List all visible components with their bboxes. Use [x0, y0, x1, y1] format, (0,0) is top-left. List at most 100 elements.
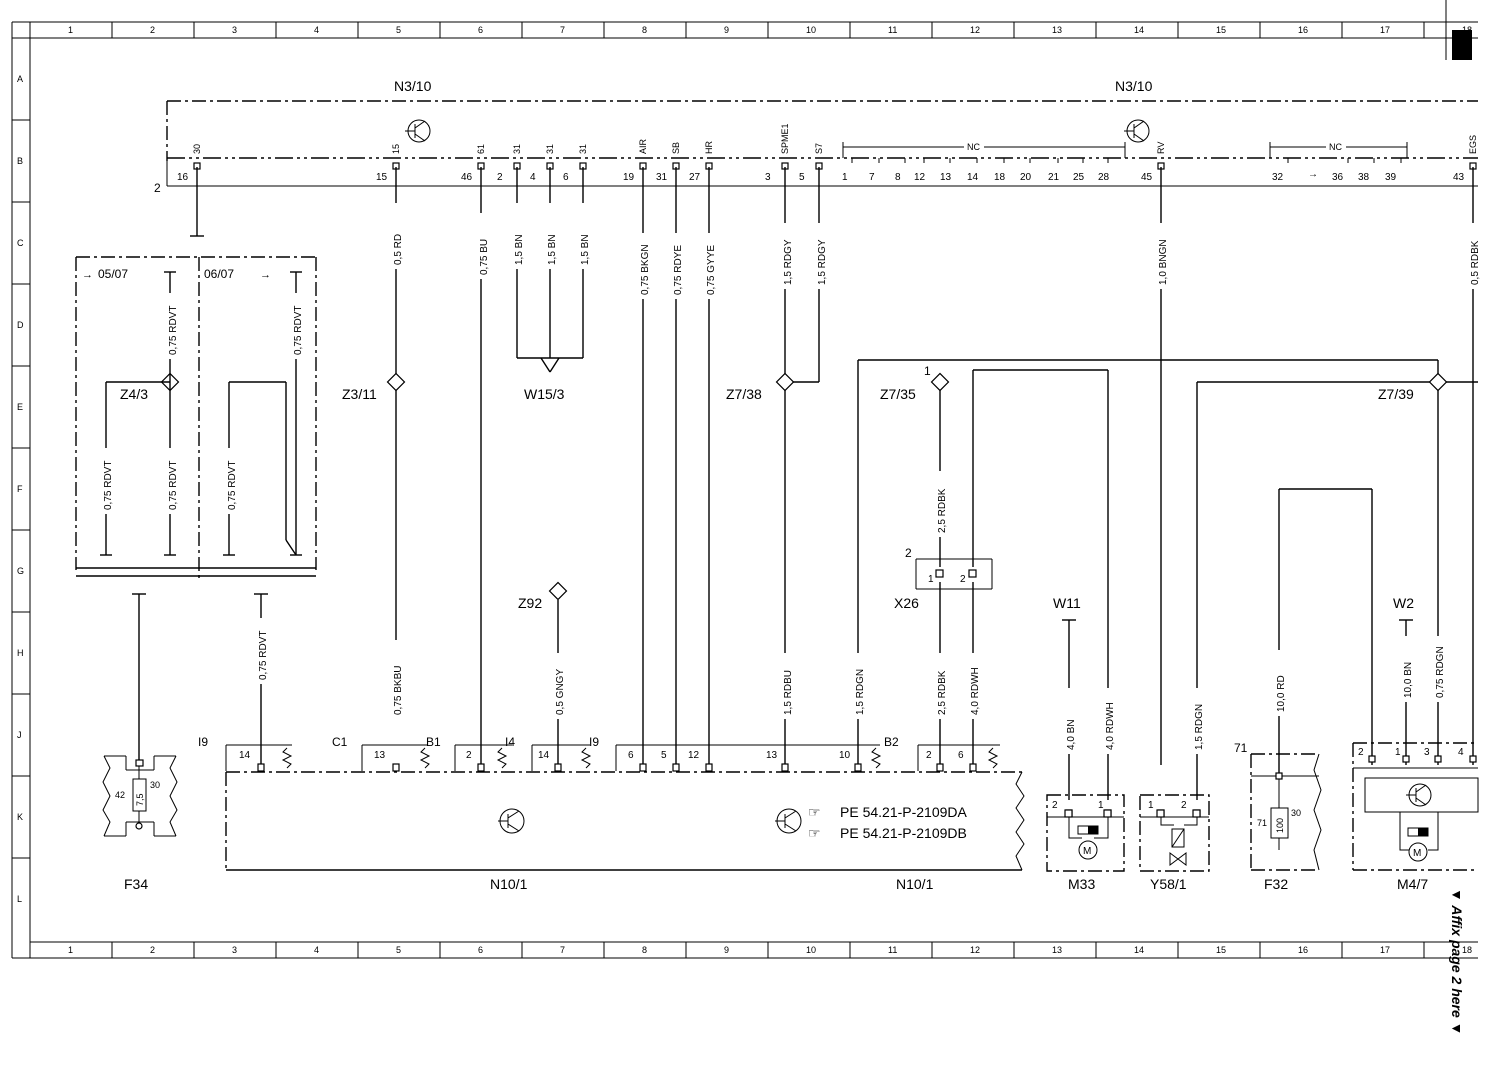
nc-label-1: NC: [967, 142, 980, 152]
connector-label: B2: [884, 735, 899, 749]
wire-label-wrdvt2: 0,75 RDVT: [168, 306, 179, 355]
svg-text:M: M: [1083, 846, 1091, 857]
wire-label-w61: 0,75 BU: [479, 239, 490, 275]
wire-label-wrdgn2: 1,5 RDGN: [1194, 704, 1205, 750]
grid-column-label: 3: [232, 945, 237, 955]
connector-label: B1: [426, 735, 441, 749]
pin-name: RV: [1156, 142, 1166, 154]
pin-number: 15: [376, 172, 388, 183]
x26-number: 2: [905, 546, 912, 560]
wire-label-wrdbu: 1,5 RDBU: [783, 670, 794, 715]
pin-number: 20: [1020, 172, 1032, 183]
grid-column-label: 15: [1216, 25, 1226, 35]
grid-row-label: H: [17, 648, 24, 658]
pin-number: 13: [766, 750, 778, 761]
pin-number: 16: [177, 172, 189, 183]
splice-z7-38: [775, 372, 795, 392]
grid-column-label: 13: [1052, 945, 1062, 955]
f32-pin-30: 30: [1291, 808, 1301, 818]
pin-number: 18: [994, 172, 1006, 183]
connector-c1: C1 B1 13: [332, 735, 441, 771]
variant-box: → 05/07 06/07 →: [75, 256, 317, 578]
grid-row-label: E: [17, 402, 23, 412]
f32-pin-71-top: 71: [1234, 741, 1248, 755]
pin-name: 61: [476, 144, 486, 154]
reference-icon: ☞: [808, 804, 821, 820]
n10-1-pins: [257, 747, 1477, 817]
arrow-icon: →: [260, 269, 271, 281]
grid-column-label: 1: [68, 25, 73, 35]
motor-icon: [1408, 842, 1428, 862]
arrow-icon: →: [82, 269, 93, 281]
wire-label-wegs: 0,5 RDBK: [1470, 240, 1481, 285]
x26-pin-2: 2: [960, 574, 966, 585]
grid-column-label: 12: [970, 945, 980, 955]
pin-number: 43: [1453, 172, 1465, 183]
connector-label: I9: [198, 735, 208, 749]
label-z7-38: Z7/38: [726, 386, 762, 402]
pin-number: 8: [895, 172, 901, 183]
motor-icon: [1078, 840, 1098, 860]
pin-number: 6: [958, 750, 964, 761]
pin-number: 32: [1272, 172, 1284, 183]
grid-column-label: 15: [1216, 945, 1226, 955]
transistor-icon: [1124, 119, 1150, 143]
grid-column-label: 6: [478, 945, 483, 955]
f34-pin-30: 30: [150, 780, 160, 790]
wire-label-w31c: 1,5 BN: [580, 234, 591, 265]
n10-1-ref-2: PE 54.21-P-2109DB: [840, 825, 967, 841]
pin-number: 2: [1181, 800, 1187, 811]
pin-number: 28: [1098, 172, 1110, 183]
n3-10-pins: 301615156146312314316AIR19SB31HR27SPME13…: [177, 123, 1478, 183]
wire-label-wrdvt5: 0,75 RDVT: [293, 306, 304, 355]
n10-1-label-left: N10/1: [490, 876, 528, 892]
f34-label: F34: [124, 876, 148, 892]
nc-label-2: NC: [1329, 142, 1342, 152]
f34-pin-42: 42: [115, 790, 125, 800]
grid-column-label: 2: [150, 25, 155, 35]
grid-column-label: 16: [1298, 25, 1308, 35]
pin-number: 12: [688, 750, 700, 761]
grid-column-label: 7: [560, 945, 565, 955]
label-w15-3: W15/3: [524, 386, 565, 402]
f34-component: 42 7,5 30 F34: [102, 755, 178, 892]
pin-name: S7: [814, 143, 824, 154]
pin-number: 1: [1395, 747, 1401, 758]
connector-label: C1: [332, 735, 348, 749]
pin-name: AIR: [638, 138, 648, 154]
transistor-icon: [498, 808, 525, 834]
grid-row-label: J: [17, 730, 22, 740]
component-labels: Z4/3 Z3/11 W15/3 Z7/38 Z7/35 1 Z7/39 Z92…: [120, 364, 1414, 611]
pin-number: 45: [1141, 172, 1153, 183]
n3-10-label-right: N3/10: [1115, 78, 1153, 94]
m33-label: M33: [1068, 876, 1095, 892]
grid-column-label: 11: [888, 945, 897, 955]
grid-column-label: 12: [970, 25, 980, 35]
wires: [132, 167, 1478, 800]
pin-number: 3: [765, 172, 771, 183]
wire-label-wspme: 1,5 RDGY: [783, 239, 794, 285]
pin-number: 36: [1332, 172, 1344, 183]
n3-10-module: N3/10 N3/10 2 NC NC →: [154, 78, 1478, 195]
grid-row-label: F: [17, 484, 23, 494]
splice-z92: [548, 581, 568, 601]
grid-row-label: L: [17, 894, 22, 904]
pin-number: 13: [940, 172, 952, 183]
f34-rating: 7,5: [135, 793, 145, 806]
pin-number: 19: [623, 172, 635, 183]
grid-row-label: D: [17, 320, 24, 330]
y58-1-label: Y58/1: [1150, 876, 1187, 892]
pin-number: 2: [926, 750, 932, 761]
pin-number: 25: [1073, 172, 1085, 183]
pin-number: 2: [497, 172, 503, 183]
wire-label-wrdvt1: 0,75 RDVT: [103, 461, 114, 510]
pin-number: 39: [1385, 172, 1397, 183]
pin-number: 46: [461, 172, 473, 183]
grid-row-label: A: [17, 74, 23, 84]
splices: [160, 372, 1448, 601]
wire-label-w15: 0,5 RD: [393, 234, 404, 265]
frame: [11, 0, 1478, 959]
valve-icon: [1169, 852, 1187, 866]
pin-name: HR: [704, 141, 714, 154]
connector-label: I4: [505, 735, 515, 749]
